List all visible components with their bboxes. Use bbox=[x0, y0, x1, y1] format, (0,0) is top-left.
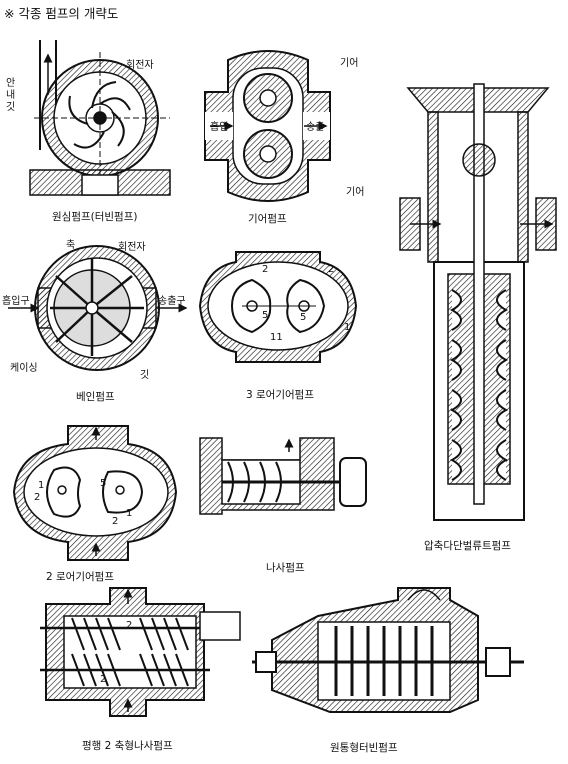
multistage-turbine-pump bbox=[252, 587, 524, 713]
vane-pump bbox=[8, 245, 188, 371]
lobe2-number: 5 bbox=[100, 478, 107, 489]
screw-pump-caption: 나사펌프 bbox=[266, 562, 305, 574]
vane-discharge-label: 송출구 bbox=[158, 296, 186, 307]
vane-pump-caption: 베인펌프 bbox=[76, 391, 115, 403]
lobe3-number: 2 bbox=[328, 264, 335, 275]
gear-label-top: 기어 bbox=[340, 58, 359, 69]
screw-pump bbox=[199, 437, 367, 515]
shaft-label: 축 bbox=[66, 240, 76, 251]
centrifugal-pump-caption: 원심펌프(터빈펌프) bbox=[52, 211, 138, 223]
lobe3-number: 5 bbox=[300, 312, 307, 323]
lobe3-number: 2 bbox=[262, 264, 269, 275]
vane-suction-label: 흡입구 bbox=[2, 296, 30, 307]
three-lobe-pump bbox=[198, 251, 358, 363]
gear-label-bottom: 기어 bbox=[346, 187, 365, 198]
lobe2-number: 1 bbox=[38, 480, 45, 491]
lobe3-number: 11 bbox=[270, 332, 283, 343]
centrifugal-pump bbox=[29, 40, 171, 196]
lobe2-number: 2 bbox=[34, 492, 41, 503]
twin-screw-number: 2 bbox=[100, 674, 107, 685]
two-lobe-pump-caption: 2 로어기어펌프 bbox=[46, 571, 114, 583]
multistage-pump-caption: 원통형터빈펌프 bbox=[330, 742, 398, 754]
lobe2-number: 2 bbox=[112, 516, 119, 527]
lobe2-number: 1 bbox=[126, 508, 133, 519]
twin-screw-pump bbox=[40, 587, 241, 717]
vane-label: 깃 bbox=[140, 370, 150, 381]
twin-screw-pump-caption: 평행 2 축형나사펌프 bbox=[82, 740, 173, 752]
gear-discharge-label: 송출 bbox=[306, 122, 325, 133]
two-lobe-pump bbox=[12, 425, 178, 561]
rotor-label: 회전자 bbox=[118, 242, 146, 253]
gear-suction-label: 흡입 bbox=[210, 122, 229, 133]
impeller-label: 회전자 bbox=[126, 60, 154, 71]
lobe3-number: 5 bbox=[262, 310, 269, 321]
gear-pump bbox=[204, 50, 331, 202]
lobe3-number: 1 bbox=[344, 322, 351, 333]
guide-vane-label: 안 내 깃 bbox=[6, 78, 16, 113]
twin-screw-number: 2 bbox=[126, 620, 133, 631]
vertical-multistage-pump bbox=[399, 83, 557, 521]
casing-label: 케이싱 bbox=[10, 363, 38, 374]
page-title: ※ 각종 펌프의 개략도 bbox=[4, 6, 119, 21]
vertical-pump-caption: 압축다단벌류트펌프 bbox=[424, 540, 511, 552]
gear-pump-caption: 기어펌프 bbox=[248, 213, 287, 225]
three-lobe-pump-caption: 3 로어기어펌프 bbox=[246, 389, 314, 401]
